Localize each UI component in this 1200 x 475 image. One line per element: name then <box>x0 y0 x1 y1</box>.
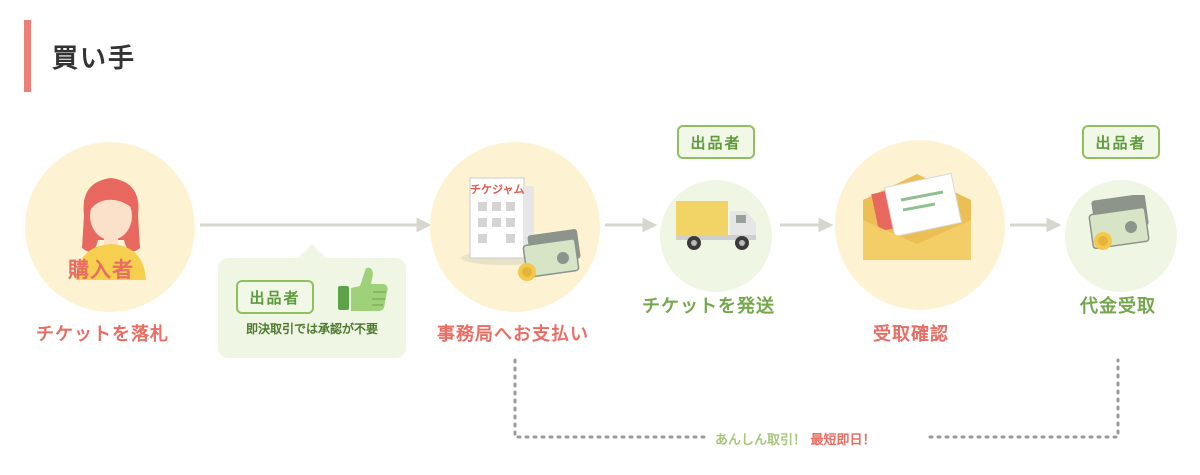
office-building-icon <box>461 177 549 265</box>
safe-trade-text: あんしん取引！ <box>715 433 807 448</box>
office-sign: チケジャム <box>470 183 525 196</box>
same-day-text: 最短即日！ <box>810 433 876 448</box>
callout-seller-badge: 出品者 <box>236 280 314 314</box>
section-title: 買い手 <box>52 44 137 74</box>
step-label-win-ticket: チケットを落札 <box>36 324 169 345</box>
step-label-confirm-receipt: 受取確認 <box>873 324 949 345</box>
callout-note-text: 即決取引では承認が不要 <box>245 322 378 336</box>
buyer-figure-label: 購入者 <box>68 258 134 282</box>
safe-trade-tagline: あんしん取引！ 最短即日！ <box>715 429 876 448</box>
step-label-receive-payment: 代金受取 <box>1080 296 1156 317</box>
heading-accent-bar <box>24 20 31 92</box>
buyer-person-icon <box>76 178 146 280</box>
payment-seller-badge: 出品者 <box>1082 125 1160 159</box>
callout-pointer <box>298 244 326 258</box>
payment-cash-icon <box>1088 195 1150 250</box>
cash-icon <box>518 229 581 281</box>
ship-seller-badge: 出品者 <box>677 125 755 159</box>
envelope-ticket-icon <box>863 172 971 260</box>
step-label-pay-office: 事務局へお支払い <box>437 324 589 345</box>
delivery-truck-icon <box>676 201 756 250</box>
step-label-ship-ticket: チケットを発送 <box>642 296 775 317</box>
thumbs-up-icon <box>338 267 388 311</box>
